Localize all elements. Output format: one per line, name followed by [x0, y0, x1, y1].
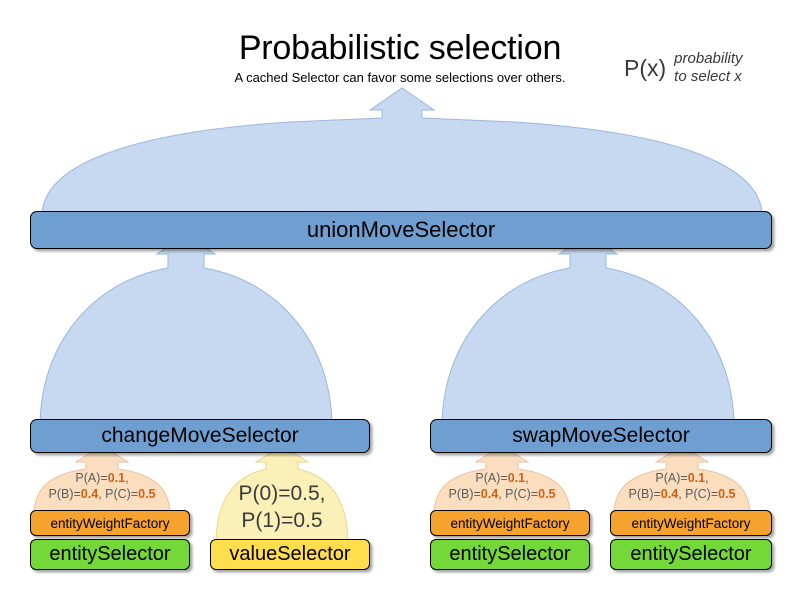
node-entity-selector-1-label: entitySelector: [49, 543, 171, 565]
arrow-up-leaf-2-icon: [215, 445, 349, 546]
probability-label-leaf-2: P(0)=0.5, P(1)=0.5: [204, 480, 360, 534]
node-value-selector-label: valueSelector: [229, 543, 351, 565]
node-swap-move-selector-label: swapMoveSelector: [512, 424, 690, 447]
node-change-move-selector-label: changeMoveSelector: [101, 424, 299, 447]
arrow-up-from-swap-icon: [441, 234, 735, 428]
arrow-up-leaf-3-icon: [433, 445, 571, 516]
node-entity-weight-factory-1[interactable]: entityWeightFactory: [30, 510, 190, 536]
probability-leaf-4-line2: P(B)=0.4, P(C)=0.5: [628, 487, 736, 501]
node-union-move-selector[interactable]: unionMoveSelector: [30, 211, 772, 249]
legend-description: probability to select x: [674, 50, 742, 86]
node-change-move-selector[interactable]: changeMoveSelector: [30, 419, 370, 453]
page-subtitle: A cached Selector can favor some selecti…: [234, 70, 566, 85]
legend-description-line1: probability: [674, 50, 743, 67]
node-entity-weight-factory-2-label: entityWeightFactory: [450, 515, 570, 531]
arrow-up-leaf-4-icon: [613, 445, 751, 516]
arrow-up-from-change-icon: [39, 234, 333, 428]
probability-leaf-3-line2: P(B)=0.4, P(C)=0.5: [448, 487, 556, 501]
node-entity-selector-1[interactable]: entitySelector: [30, 539, 190, 570]
node-entity-selector-3[interactable]: entitySelector: [610, 539, 772, 570]
probability-leaf-4-line1: P(A)=0.1,: [655, 471, 709, 485]
probability-leaf-2-line1: P(0)=0.5,: [238, 482, 326, 505]
arrow-up-from-union-icon: [41, 87, 763, 217]
node-entity-weight-factory-3-label: entityWeightFactory: [631, 515, 751, 531]
probability-label-leaf-3: P(A)=0.1, P(B)=0.4, P(C)=0.5: [414, 470, 590, 502]
node-entity-selector-2[interactable]: entitySelector: [430, 539, 590, 570]
arrow-up-leaf-1-icon: [33, 445, 171, 516]
probability-leaf-1-line2: P(B)=0.4, P(C)=0.5: [48, 487, 156, 501]
probability-leaf-3-line1: P(A)=0.1,: [475, 471, 529, 485]
probability-label-leaf-1: P(A)=0.1, P(B)=0.4, P(C)=0.5: [14, 470, 190, 502]
node-entity-weight-factory-3[interactable]: entityWeightFactory: [610, 510, 772, 536]
node-entity-weight-factory-2[interactable]: entityWeightFactory: [430, 510, 590, 536]
node-value-selector[interactable]: valueSelector: [210, 539, 370, 570]
probability-leaf-1-line1: P(A)=0.1,: [75, 471, 129, 485]
probability-label-leaf-4: P(A)=0.1, P(B)=0.4, P(C)=0.5: [594, 470, 770, 502]
node-entity-selector-3-label: entitySelector: [630, 543, 752, 565]
probability-leaf-2-line2: P(1)=0.5: [241, 509, 323, 532]
legend-description-line2: to select x: [674, 68, 742, 85]
page-title: Probabilistic selection: [238, 29, 562, 67]
node-entity-selector-2-label: entitySelector: [449, 543, 571, 565]
node-entity-weight-factory-1-label: entityWeightFactory: [50, 515, 170, 531]
node-union-move-selector-label: unionMoveSelector: [306, 217, 496, 242]
node-swap-move-selector[interactable]: swapMoveSelector: [430, 419, 772, 453]
legend: P(x) probability to select x: [624, 50, 743, 86]
legend-symbol: P(x): [624, 55, 667, 81]
